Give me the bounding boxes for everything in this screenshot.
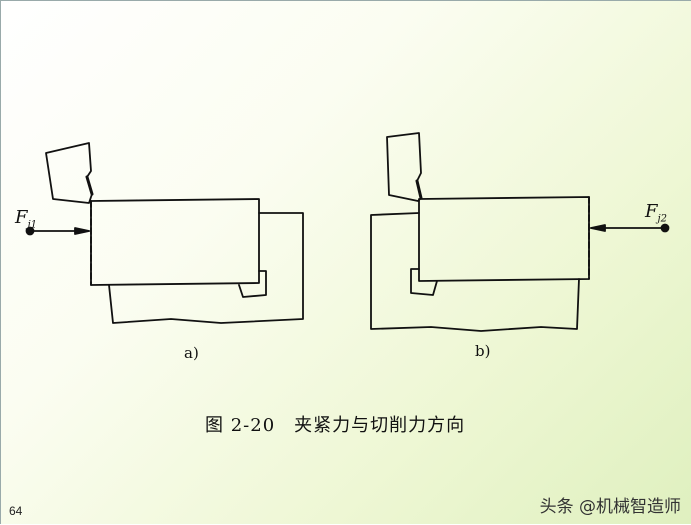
cutting-tool-b	[386, 132, 422, 202]
workpiece-a	[90, 198, 260, 286]
workpiece-b	[418, 196, 590, 282]
tool-tip-a	[85, 175, 94, 196]
force-label-a: Fj1	[15, 207, 37, 231]
watermark: 头条 @机械智造师	[539, 497, 681, 517]
force-label-a-sub: j1	[27, 219, 37, 231]
figure-a	[25, 142, 304, 324]
subfigure-label-a: a)	[184, 344, 199, 362]
cutting-tool-a	[45, 142, 93, 204]
force-label-b-main: F	[645, 201, 658, 222]
fixture-a	[108, 212, 304, 324]
force-label-b: Fj2	[645, 201, 667, 225]
figure-b	[370, 132, 670, 332]
figure-caption: 图 2-20 夹紧力与切削力方向	[205, 415, 466, 436]
fixture-b	[370, 212, 580, 332]
force-label-b-sub: j2	[657, 213, 667, 225]
force-arrowhead-a	[74, 227, 90, 235]
force-label-a-main: F	[15, 207, 28, 228]
fixture-b-step	[410, 268, 438, 296]
fixture-a-step	[238, 270, 267, 298]
tool-tip-b	[415, 179, 423, 200]
page-number: 64	[9, 504, 23, 518]
subfigure-label-b: b)	[475, 342, 491, 360]
force-arrowhead-b	[590, 224, 606, 232]
